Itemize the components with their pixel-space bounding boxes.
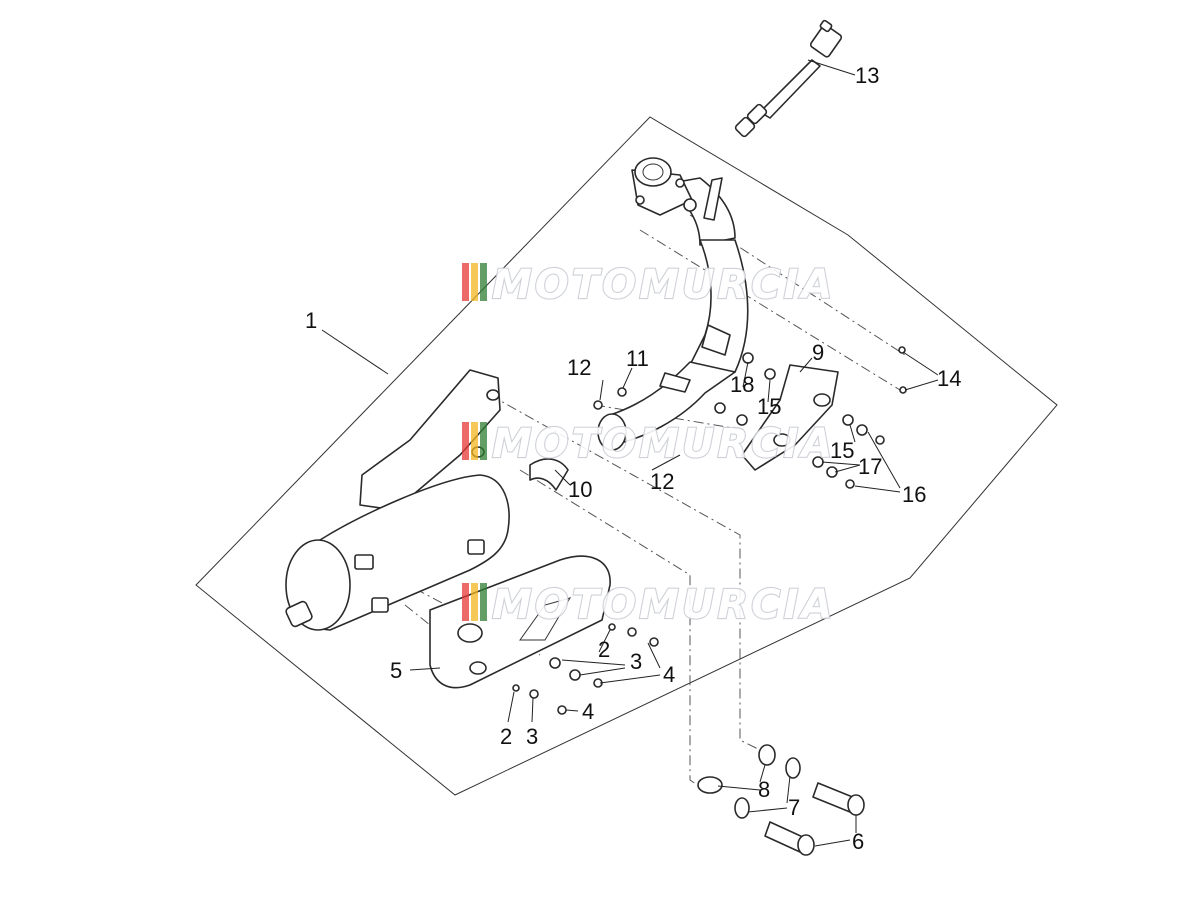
watermark-stripe-green [480,583,487,621]
callout-12: 12 [567,355,591,380]
assembly-outline [195,116,1058,796]
leader-lines [321,59,939,847]
callout-8: 8 [758,777,770,802]
callout-6: 6 [852,829,864,854]
callout-2: 2 [500,724,512,749]
callout-4: 4 [663,662,675,687]
heat-shield-9 [741,364,839,471]
oxygen-sensor [734,19,843,138]
watermark-stripe-red [462,263,469,301]
watermark-text: MOTOMURCIA [492,262,835,308]
callout-2: 2 [598,637,610,662]
callout-9: 9 [812,340,824,365]
callout-16: 16 [902,482,926,507]
callout-11: 11 [626,346,649,371]
callout-3: 3 [630,649,642,674]
callout-18: 18 [730,372,754,397]
callout-1: 1 [305,308,317,333]
watermark-text: MOTOMURCIA [492,421,835,467]
watermark-stripe-green [480,422,487,460]
watermark: MOTOMURCIA [462,261,835,309]
watermark-stripe-yellow [471,583,478,621]
callout-10: 10 [568,477,592,502]
watermark: MOTOMURCIA [462,420,835,468]
callout-17: 17 [858,454,882,479]
callout-12: 12 [650,469,674,494]
mounting-hardware [697,744,865,856]
callout-15: 15 [757,394,781,419]
fasteners [512,346,907,715]
callout-7: 7 [788,795,800,820]
callout-3: 3 [526,724,538,749]
callout-14: 14 [937,366,961,391]
watermark-text: MOTOMURCIA [492,582,835,628]
callout-13: 13 [855,63,879,88]
callout-15: 15 [830,438,854,463]
exhaust-header-pipe [597,157,749,451]
silencer [285,369,569,631]
watermark-stripe-yellow [471,422,478,460]
watermark-stripe-red [462,583,469,621]
watermark: MOTOMURCIA [462,581,835,629]
silencer-heat-shield [429,555,611,689]
callout-5: 5 [390,658,402,683]
callout-labels: 1 2 2 3 3 4 4 5 6 7 8 9 10 11 12 12 13 1… [305,63,961,854]
watermark-stripe-red [462,422,469,460]
watermark-stripe-yellow [471,263,478,301]
callout-4: 4 [582,699,594,724]
watermark-stripe-green [480,263,487,301]
